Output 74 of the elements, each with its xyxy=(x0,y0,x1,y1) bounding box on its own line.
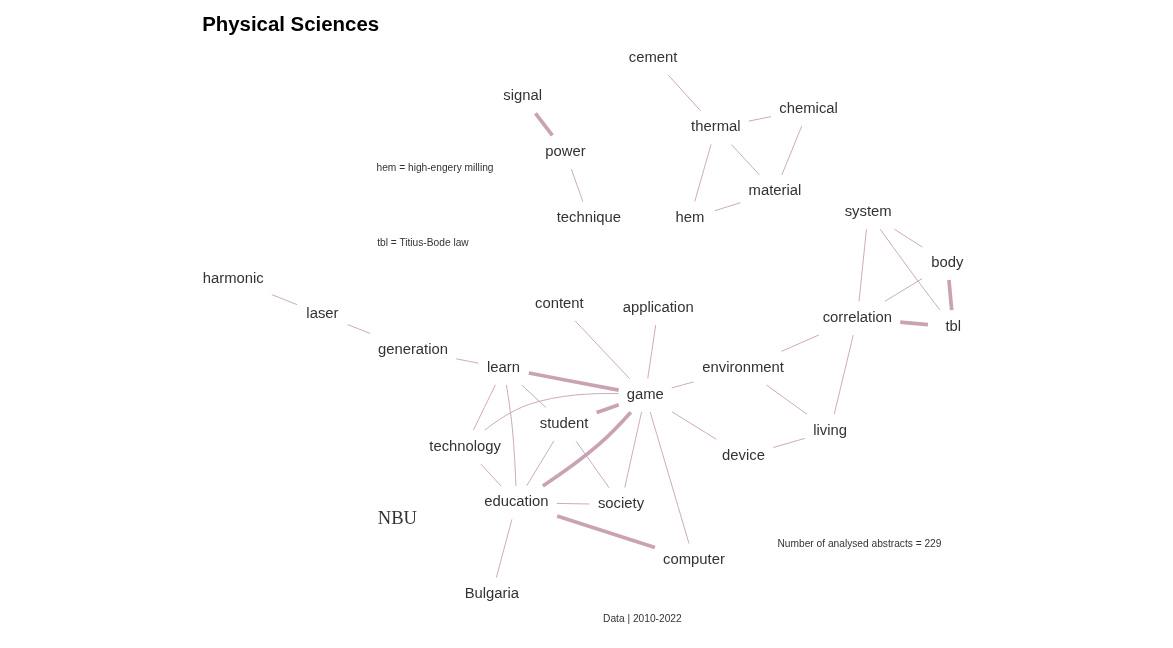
connector xyxy=(730,144,760,176)
connector xyxy=(495,518,513,578)
node-text: body xyxy=(931,253,964,270)
node-text: hem xyxy=(675,209,705,226)
connector xyxy=(766,384,808,415)
connector xyxy=(541,411,633,488)
connector xyxy=(647,324,657,379)
connector xyxy=(480,463,502,487)
node-text: technology xyxy=(429,437,502,454)
connector xyxy=(884,278,923,302)
node-text: correlation xyxy=(822,308,892,325)
connector xyxy=(858,228,867,302)
connector xyxy=(596,403,620,415)
connector xyxy=(556,502,590,505)
connector xyxy=(484,393,620,431)
label: NBU xyxy=(377,506,418,528)
connector xyxy=(528,371,620,392)
connector xyxy=(271,294,298,306)
node-text: harmonic xyxy=(202,269,264,286)
label: Number of analysed abstracts = 229 xyxy=(777,537,942,549)
connector xyxy=(574,320,630,379)
connector xyxy=(833,334,854,415)
connector xyxy=(526,440,555,487)
connector xyxy=(570,168,584,203)
node-text: generation xyxy=(377,340,448,357)
connector xyxy=(893,228,923,248)
connector xyxy=(781,334,820,352)
node-text: technique xyxy=(556,209,622,226)
diagram-title: Physical Sciences xyxy=(202,13,380,36)
node-text: signal xyxy=(503,87,543,104)
node-text: application xyxy=(622,298,694,315)
node-text: device xyxy=(722,446,765,463)
connector xyxy=(534,112,554,137)
connector xyxy=(505,384,517,487)
connector xyxy=(781,125,803,176)
node-text: content xyxy=(534,294,584,311)
node-text: laser xyxy=(306,305,339,322)
node-text: student xyxy=(539,414,589,431)
node-text: power xyxy=(545,142,586,159)
connector xyxy=(671,381,695,389)
node-text: society xyxy=(597,495,645,512)
connector xyxy=(671,411,717,440)
connector xyxy=(575,440,610,489)
connector xyxy=(714,202,742,212)
connector xyxy=(879,228,941,311)
connector xyxy=(347,324,371,334)
node-text: cement xyxy=(628,48,678,65)
connector xyxy=(947,279,954,311)
connector xyxy=(900,320,929,327)
node-text: game xyxy=(626,385,664,402)
node-text: tbl xyxy=(945,317,962,334)
node-text: computer xyxy=(663,550,725,567)
node-text: education xyxy=(484,493,549,510)
node-text: environment xyxy=(702,358,784,375)
connector xyxy=(556,514,656,550)
label: hem = high-engery milling xyxy=(376,162,494,174)
connector xyxy=(521,384,547,408)
connector xyxy=(694,143,712,202)
connector xyxy=(649,411,690,544)
connector xyxy=(748,116,772,122)
node-text: Bulgaria xyxy=(464,584,520,601)
connector xyxy=(472,384,496,431)
connector xyxy=(455,358,479,364)
node-text: learn xyxy=(486,358,520,375)
label: tbl = Titius-Bode law xyxy=(377,237,469,249)
connector xyxy=(772,437,806,448)
connector xyxy=(624,411,642,488)
connector xyxy=(667,74,702,112)
node-text: system xyxy=(844,202,892,219)
node-text: thermal xyxy=(691,118,741,135)
label: Data | 2010-2022 xyxy=(603,612,682,624)
node-text: living xyxy=(813,421,848,438)
node-text: chemical xyxy=(779,99,838,116)
node-text: material xyxy=(748,182,802,199)
